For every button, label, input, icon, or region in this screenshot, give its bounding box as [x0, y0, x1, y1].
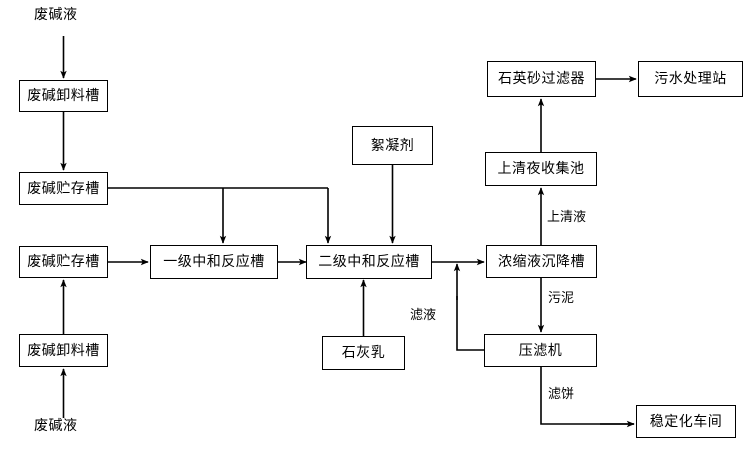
label-waste-alkali-inlet-bottom: 废碱液	[34, 418, 78, 434]
node-lime-milk[interactable]: 石灰乳	[322, 336, 405, 370]
node-discharge-tank-bottom[interactable]: 废碱卸料槽	[19, 334, 108, 367]
node-storage-tank-top[interactable]: 废碱贮存槽	[19, 172, 108, 205]
edge-label-filtrate: 滤液	[409, 308, 438, 323]
edge-label-sludge: 污泥	[547, 291, 576, 306]
node-flocculant[interactable]: 絮凝剂	[352, 126, 433, 165]
node-quartz-sand-filter[interactable]: 石英砂过滤器	[487, 61, 596, 97]
node-discharge-tank-top[interactable]: 废碱卸料槽	[19, 80, 108, 112]
label-waste-alkali-inlet-top: 废碱液	[34, 7, 78, 23]
node-storage-tank-bottom[interactable]: 废碱贮存槽	[19, 246, 108, 278]
edge-label-filter-cake: 滤饼	[547, 387, 576, 402]
node-stabilization-workshop[interactable]: 稳定化车间	[636, 405, 736, 438]
edge-label-supernatant: 上清液	[546, 210, 588, 225]
node-wastewater-treatment-station[interactable]: 污水处理站	[638, 61, 743, 97]
node-supernatant-collection-pool[interactable]: 上清夜收集池	[485, 152, 597, 186]
node-concentrate-settling-tank[interactable]: 浓缩液沉降槽	[486, 245, 597, 278]
node-secondary-neutralization-tank[interactable]: 二级中和反应槽	[306, 245, 432, 279]
node-filter-press[interactable]: 压滤机	[484, 334, 597, 367]
node-primary-neutralization-tank[interactable]: 一级中和反应槽	[150, 245, 278, 279]
